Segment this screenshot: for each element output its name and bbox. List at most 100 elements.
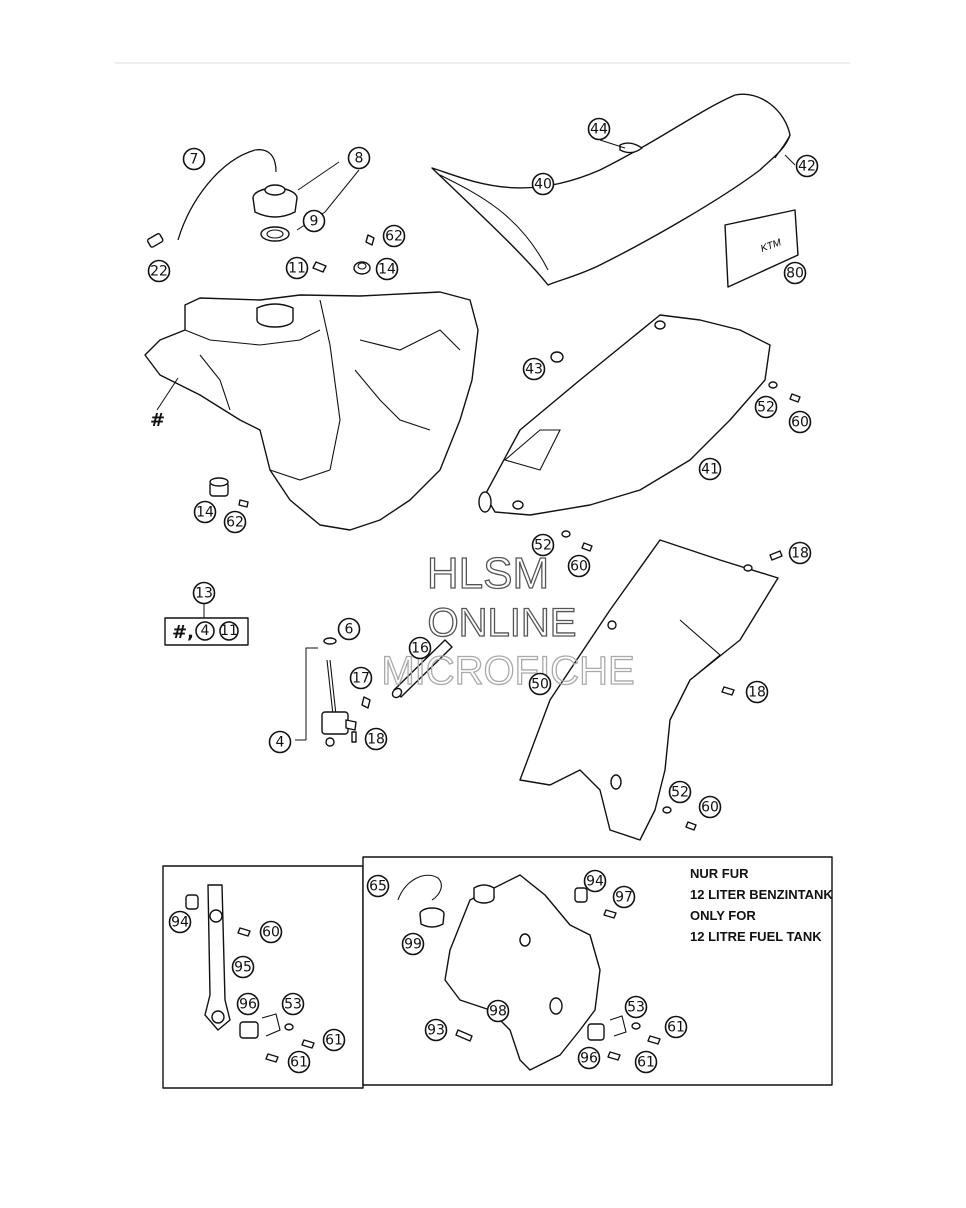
callout-95: 95 xyxy=(231,955,255,979)
callout-label: 61 xyxy=(290,1055,308,1071)
callout-label: 52 xyxy=(757,400,775,416)
callout-label: 11 xyxy=(288,261,306,277)
kit-part-11: 11 xyxy=(220,623,238,639)
fitting-22-drawing xyxy=(146,233,164,248)
watermark-line-2: ONLINE xyxy=(428,601,577,645)
callout-label: 4 xyxy=(276,735,285,751)
screw-60-low-drawing xyxy=(685,821,697,831)
screw-18-tap-drawing xyxy=(351,731,357,743)
callout-94: 94 xyxy=(583,869,607,893)
washer-52-mid-drawing xyxy=(561,530,571,538)
callout-97: 97 xyxy=(612,885,636,909)
callout-40: 40 xyxy=(531,172,555,196)
callout-label: 18 xyxy=(367,732,385,748)
decal-drawing: KTM xyxy=(724,209,799,288)
watermark-line-1: HLSM xyxy=(427,549,549,598)
screw-18-top-drawing xyxy=(769,550,783,561)
callout-label: 16 xyxy=(411,641,429,657)
callout-label: 53 xyxy=(284,997,302,1013)
callout-96: 96 xyxy=(236,992,260,1016)
callout-44: 44 xyxy=(587,117,611,141)
callout-label: 96 xyxy=(239,997,257,1013)
callout-label: 9 xyxy=(310,214,319,230)
callout-label: 65 xyxy=(369,879,387,895)
callout-16: 16 xyxy=(408,636,432,660)
callout-label: 61 xyxy=(637,1055,655,1071)
side-cover-50-drawing xyxy=(519,539,779,841)
note-line-2: 12 LITER BENZINTANK xyxy=(690,887,833,902)
callout-label: 80 xyxy=(786,266,804,282)
nut-96-left-drawing xyxy=(239,1021,259,1039)
callout-label: 14 xyxy=(196,505,214,521)
callout-93: 93 xyxy=(424,1018,448,1042)
clip-53-right-drawing xyxy=(609,1015,641,1037)
callout-99: 99 xyxy=(401,932,425,956)
cap-99-drawing xyxy=(419,907,445,928)
callout-60: 60 xyxy=(788,410,812,434)
clip-17-drawing xyxy=(361,696,371,709)
callout-label: 62 xyxy=(385,229,403,245)
hose-65-drawing xyxy=(397,874,442,901)
callout-label: 8 xyxy=(355,151,364,167)
fuel-tank-drawing xyxy=(144,291,479,531)
callout-17: 17 xyxy=(349,666,373,690)
callout-label: 22 xyxy=(150,264,168,280)
callout-6: 6 xyxy=(337,617,361,641)
callout-65: 65 xyxy=(366,874,390,898)
fuel-tap-drawing xyxy=(321,637,357,747)
tank-leader xyxy=(156,377,179,411)
fuel-cap-drawing xyxy=(252,184,298,242)
clip-53-left-drawing xyxy=(261,1013,294,1037)
callout-label: 94 xyxy=(171,915,189,931)
callout-label: 50 xyxy=(531,677,549,693)
grommet-14-lower-drawing xyxy=(209,477,229,497)
nut-96-right-drawing xyxy=(587,1023,605,1041)
callout-18: 18 xyxy=(745,680,769,704)
callout-label: 40 xyxy=(534,177,552,193)
callout-60: 60 xyxy=(567,554,591,578)
callout-22: 22 xyxy=(147,259,171,283)
callout-61: 61 xyxy=(287,1050,311,1074)
washer-52-low-drawing xyxy=(662,806,672,814)
callout-14: 14 xyxy=(193,500,217,524)
callout-label: 18 xyxy=(791,546,809,562)
callout-18: 18 xyxy=(788,541,812,565)
side-cover-41-drawing xyxy=(478,314,771,516)
callout-50: 50 xyxy=(528,672,552,696)
callout-80: 80 xyxy=(783,261,807,285)
callout-53: 53 xyxy=(624,995,648,1019)
tap-leader xyxy=(305,647,318,740)
callout-9: 9 xyxy=(302,209,326,233)
callout-60: 60 xyxy=(259,920,283,944)
callout-label: 13 xyxy=(195,586,213,602)
callout-62: 62 xyxy=(382,224,406,248)
callout-98: 98 xyxy=(486,999,510,1023)
callout-43: 43 xyxy=(522,357,546,381)
callout-label: 17 xyxy=(352,671,370,687)
screw-62-drawing xyxy=(365,234,375,246)
tank-hash-label: # xyxy=(150,410,165,431)
screw-60-mid-drawing xyxy=(581,542,593,552)
callout-52: 52 xyxy=(668,780,692,804)
callout-62: 62 xyxy=(223,510,247,534)
screw-61-left-b-drawing xyxy=(265,1053,279,1063)
seat-drawing xyxy=(431,93,791,286)
callout-7: 7 xyxy=(182,147,206,171)
callout-61: 61 xyxy=(664,1015,688,1039)
callout-label: 95 xyxy=(234,960,252,976)
kit-prefix: #, xyxy=(172,622,194,643)
callout-8: 8 xyxy=(347,146,371,170)
callout-label: 41 xyxy=(701,462,719,478)
callout-label: 52 xyxy=(671,785,689,801)
tank-98-drawing xyxy=(444,874,601,1071)
bushing-94-left-drawing xyxy=(185,894,199,910)
callout-label: 43 xyxy=(525,362,543,378)
callout-label: 42 xyxy=(798,159,816,175)
callout-11: 11 xyxy=(285,256,309,280)
callout-96: 96 xyxy=(577,1046,601,1070)
grommet-43-drawing xyxy=(550,351,564,363)
screw-61-left-a-drawing xyxy=(301,1039,315,1049)
screw-18-mid-drawing xyxy=(721,686,735,696)
callout-label: 97 xyxy=(615,890,633,906)
